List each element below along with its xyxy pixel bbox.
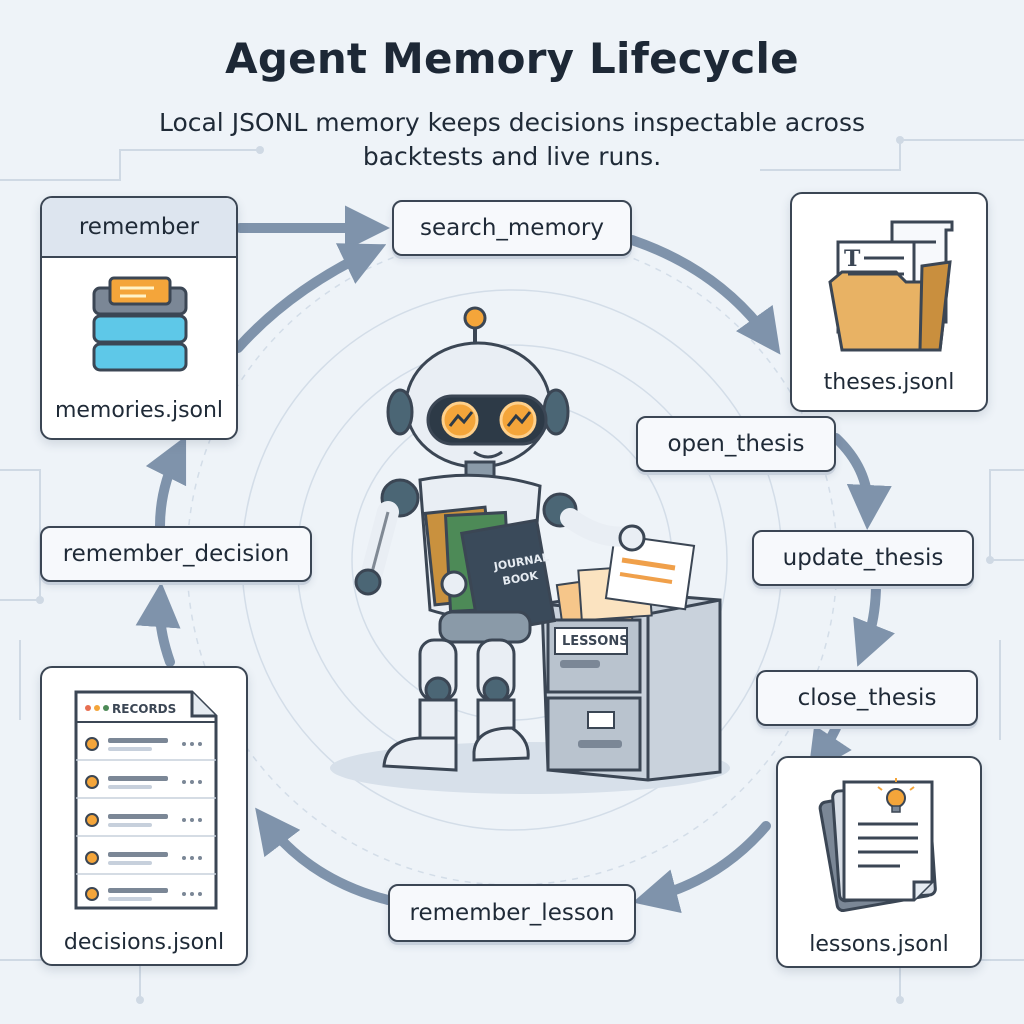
arrow-remember-lesson-to-decisions: [255, 807, 393, 905]
arrow-remember-decision-to-memories: [145, 435, 187, 531]
page-title: Agent Memory Lifecycle: [225, 34, 799, 83]
arrow-theses-to-update: [831, 433, 892, 530]
theses-card[interactable]: T theses.jsonl: [790, 192, 988, 412]
update-thesis-node[interactable]: update_thesis: [752, 530, 974, 586]
cabinet-drawer-label: LESSONS: [562, 634, 629, 649]
arrow-update-to-close: [853, 579, 895, 667]
database-icon: [92, 276, 188, 372]
lessons-file-label: lessons.jsonl: [809, 932, 949, 957]
arrow-lessons-to-remember-lesson: [632, 821, 771, 914]
records-document-icon: [74, 690, 218, 910]
lessons-card[interactable]: lessons.jsonl: [776, 756, 982, 968]
document-icon: T: [844, 246, 861, 272]
search-memory-node[interactable]: search_memory: [392, 200, 632, 256]
arrow-search-to-theses: [627, 235, 781, 355]
robot-icon: JOURNAL BOOK: [354, 306, 646, 772]
lightbulb-icon: [877, 778, 915, 813]
decisions-card[interactable]: RECORDS decisions.jsonl: [40, 666, 248, 966]
remember-decision-node[interactable]: remember_decision: [40, 526, 312, 582]
svg-text:BOOK: BOOK: [502, 569, 540, 588]
remember-label: remember: [42, 198, 236, 258]
records-header-label: RECORDS: [112, 702, 177, 716]
document-icon: [818, 778, 937, 913]
decisions-file-label: decisions.jsonl: [63, 930, 225, 955]
arrow-decisions-to-remember-decision: [135, 582, 181, 667]
theses-file-label: theses.jsonl: [823, 370, 955, 395]
arrow-memories-to-search: [233, 243, 387, 353]
memories-file-label: memories.jsonl: [54, 398, 224, 423]
open-thesis-node[interactable]: open_thesis: [636, 416, 836, 472]
folder-icon: T: [828, 220, 954, 352]
page-subtitle: Local JSONL memory keeps decisions inspe…: [158, 108, 866, 171]
remember-card[interactable]: remember memories.jsonl: [40, 196, 238, 440]
close-thesis-node[interactable]: close_thesis: [756, 670, 978, 726]
remember-lesson-node[interactable]: remember_lesson: [388, 884, 636, 942]
filing-cabinet-icon: [540, 533, 722, 782]
